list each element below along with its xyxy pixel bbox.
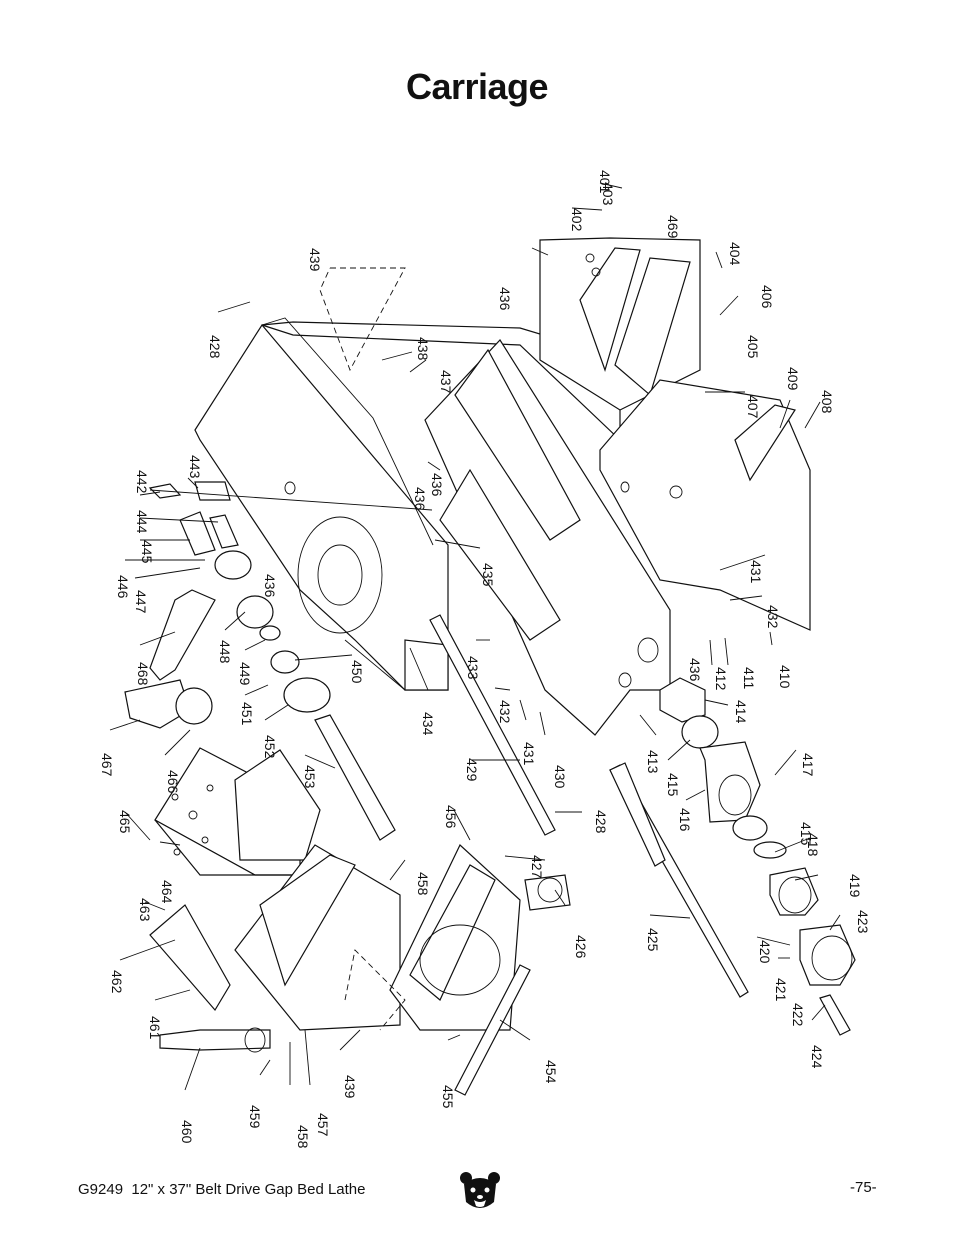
saddle-body xyxy=(194,317,621,691)
part-label-417: 417 xyxy=(800,753,816,777)
part-label-460: 460 xyxy=(179,1120,195,1144)
part-label-469: 469 xyxy=(665,215,681,239)
part-label-409: 409 xyxy=(785,367,801,391)
part-label-433: 433 xyxy=(465,656,481,680)
cross-slide xyxy=(389,844,571,1096)
part-label-416: 416 xyxy=(677,808,693,832)
part-label-436: 436 xyxy=(687,658,703,682)
part-label-448: 448 xyxy=(217,640,233,664)
feed-shaft xyxy=(609,762,749,998)
part-label-432: 432 xyxy=(497,700,513,724)
part-label-462: 462 xyxy=(109,970,125,994)
part-label-444: 444 xyxy=(134,510,150,534)
callout-439-top xyxy=(319,267,406,372)
part-label-401: 401 xyxy=(597,170,613,194)
part-label-454: 454 xyxy=(543,1060,559,1084)
part-label-464: 464 xyxy=(159,880,175,904)
part-label-468: 468 xyxy=(135,662,151,686)
compound-rest xyxy=(149,747,401,1031)
part-label-435: 435 xyxy=(480,563,496,587)
part-label-407: 407 xyxy=(745,395,761,419)
part-label-405: 405 xyxy=(745,335,761,359)
part-label-414: 414 xyxy=(733,700,749,724)
part-label-404: 404 xyxy=(727,242,743,266)
part-label-430: 430 xyxy=(552,765,568,789)
part-label-439: 439 xyxy=(342,1075,358,1099)
part-label-436: 436 xyxy=(412,487,428,511)
gear-train xyxy=(659,677,856,1036)
part-label-415: 415 xyxy=(798,822,814,846)
part-label-438: 438 xyxy=(415,337,431,361)
part-label-412: 412 xyxy=(713,667,729,691)
part-label-410: 410 xyxy=(777,665,793,689)
part-label-442: 442 xyxy=(134,470,150,494)
part-label-427: 427 xyxy=(529,855,545,879)
callout-439-bottom xyxy=(344,949,406,1031)
part-label-465: 465 xyxy=(117,810,133,834)
part-label-459: 459 xyxy=(247,1105,263,1129)
part-label-445: 445 xyxy=(139,540,155,564)
part-label-436: 436 xyxy=(497,287,513,311)
part-label-426: 426 xyxy=(573,935,589,959)
part-label-423: 423 xyxy=(855,910,871,934)
part-label-447: 447 xyxy=(133,590,149,614)
part-label-403: 403 xyxy=(600,182,616,206)
page-title: Carriage xyxy=(405,66,549,107)
part-label-422: 422 xyxy=(790,1003,806,1027)
part-label-419: 419 xyxy=(847,874,863,898)
cross-slide-bed xyxy=(424,339,671,736)
part-label-463: 463 xyxy=(137,898,153,922)
part-label-436: 436 xyxy=(262,574,278,598)
cross-feed-handwheel xyxy=(124,481,396,841)
part-label-432: 432 xyxy=(765,605,781,629)
part-label-428: 428 xyxy=(207,335,223,359)
part-label-458: 458 xyxy=(415,872,431,896)
part-label-418: 418 xyxy=(805,833,821,857)
part-label-467: 467 xyxy=(99,753,115,777)
gib-strip xyxy=(429,614,556,836)
part-label-408: 408 xyxy=(819,390,835,414)
part-label-421: 421 xyxy=(773,978,789,1002)
part-label-451: 451 xyxy=(239,702,255,726)
part-label-425: 425 xyxy=(645,928,661,952)
part-label-413: 413 xyxy=(645,750,661,774)
part-label-437: 437 xyxy=(438,370,454,394)
part-label-466: 466 xyxy=(165,770,181,794)
part-label-436: 436 xyxy=(429,473,445,497)
part-label-431: 431 xyxy=(748,560,764,584)
part-label-402: 402 xyxy=(569,208,585,232)
part-label-456: 456 xyxy=(443,805,459,829)
saddle-upper-block xyxy=(539,237,701,411)
part-label-439: 439 xyxy=(307,248,323,272)
part-label-431: 431 xyxy=(521,742,537,766)
part-label-450: 450 xyxy=(349,660,365,684)
part-label-449: 449 xyxy=(237,662,253,686)
part-label-429: 429 xyxy=(464,758,480,782)
part-label-406: 406 xyxy=(759,285,775,309)
part-label-457: 457 xyxy=(315,1113,331,1137)
part-label-428: 428 xyxy=(593,810,609,834)
part-label-453: 453 xyxy=(302,765,318,789)
footer-page-number: -75- xyxy=(850,1179,877,1196)
part-label-424: 424 xyxy=(809,1045,825,1069)
grizzly-bear-logo-icon xyxy=(458,1170,502,1219)
part-label-415: 415 xyxy=(665,773,681,797)
part-label-461: 461 xyxy=(147,1016,163,1040)
leader-lines xyxy=(109,182,841,1091)
part-label-411: 411 xyxy=(741,667,757,690)
part-label-420: 420 xyxy=(757,940,773,964)
compound-bolt xyxy=(159,1027,271,1053)
part-label-434: 434 xyxy=(420,712,436,736)
part-label-455: 455 xyxy=(440,1085,456,1109)
apron-right-block xyxy=(599,379,811,631)
part-label-446: 446 xyxy=(115,575,131,599)
part-label-458: 458 xyxy=(295,1125,311,1149)
part-label-443: 443 xyxy=(187,455,203,479)
footer-model-name: G9249 12" x 37" Belt Drive Gap Bed Lathe xyxy=(78,1181,366,1198)
part-label-452: 452 xyxy=(262,735,278,759)
